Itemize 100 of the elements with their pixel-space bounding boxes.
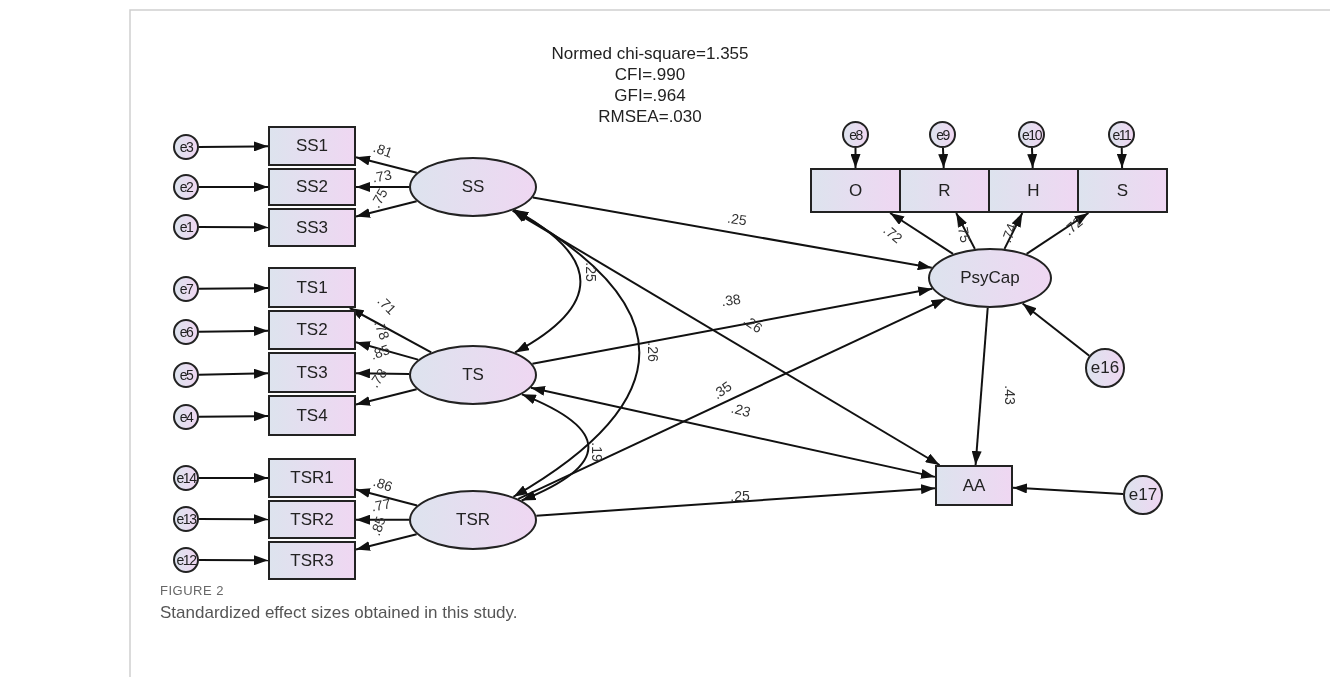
error-term-circle: e17 <box>1123 475 1163 515</box>
path-arrow <box>355 341 420 361</box>
path-arrow <box>198 283 269 294</box>
covariance-arrow <box>513 208 582 354</box>
edge-label: .38 <box>720 290 742 310</box>
error-term-circle: e10 <box>1018 121 1045 148</box>
path-arrow <box>850 147 861 169</box>
path-arrow <box>938 147 949 169</box>
observed-variable-box: TSR1 <box>268 458 356 498</box>
error-term-circle: e1 <box>173 214 199 240</box>
edge-label: .26 <box>740 311 766 337</box>
edge-label: .86 <box>371 473 395 495</box>
path-arrow <box>1021 302 1091 357</box>
error-term-circle: e12 <box>173 547 199 573</box>
edge-label: .72 <box>880 221 906 247</box>
path-arrow <box>535 484 936 517</box>
path-arrow <box>355 533 418 551</box>
path-arrow <box>517 297 947 500</box>
path-arrow <box>198 222 269 233</box>
path-arrow <box>355 514 410 525</box>
latent-variable-ellipse: SS <box>409 157 537 217</box>
path-arrow <box>1027 147 1038 169</box>
latent-variable-ellipse: TS <box>409 345 537 405</box>
covariance-arrow <box>512 209 641 498</box>
error-term-circle: e14 <box>173 465 199 491</box>
observed-variable-box: TS2 <box>268 310 356 350</box>
edge-label: .77 <box>370 495 392 515</box>
edge-label: .25 <box>730 488 750 504</box>
path-arrow <box>198 182 269 192</box>
observed-variable-box: H <box>988 168 1079 213</box>
fit-statistic: GFI=.964 <box>613 86 687 106</box>
edge-label: .25 <box>726 209 748 229</box>
error-term-circle: e7 <box>173 276 199 302</box>
path-arrow <box>198 514 269 525</box>
error-term-circle: e16 <box>1085 348 1125 388</box>
observed-variable-box: TSR2 <box>268 500 356 539</box>
error-term-circle: e6 <box>173 319 199 345</box>
path-arrow <box>355 182 410 192</box>
fit-statistic: CFI=.990 <box>613 65 687 85</box>
path-arrow <box>198 325 269 336</box>
edge-label: .75 <box>954 222 974 244</box>
error-term-circle: e8 <box>842 121 869 148</box>
path-arrow <box>511 209 941 466</box>
path-arrow <box>355 200 418 218</box>
path-arrow <box>1003 212 1024 250</box>
path-arrow <box>889 212 954 255</box>
edge-label: .85 <box>368 341 392 363</box>
observed-variable-box: AA <box>935 465 1013 506</box>
observed-variable-box: R <box>899 168 990 213</box>
path-arrow <box>198 141 269 152</box>
path-arrow <box>355 388 418 406</box>
observed-variable-box: SS1 <box>268 126 356 166</box>
path-arrow <box>355 488 419 507</box>
edge-label: .73 <box>371 166 393 186</box>
error-term-circle: e9 <box>929 121 956 148</box>
edge-label: .85 <box>367 514 389 538</box>
edge-label: .75 <box>367 185 391 211</box>
covariance-arrow <box>520 393 590 502</box>
path-arrow <box>1012 483 1125 495</box>
path-arrow <box>955 212 976 250</box>
edge-label: .81 <box>371 139 395 161</box>
edge-label: .19 <box>589 442 605 462</box>
edge-label: .71 <box>374 292 400 318</box>
edge-label: .25 <box>583 262 599 282</box>
observed-variable-box: S <box>1077 168 1168 213</box>
path-arrow <box>198 473 269 483</box>
observed-variable-box: SS3 <box>268 208 356 247</box>
latent-variable-ellipse: TSR <box>409 490 537 550</box>
figure-number: FIGURE 2 <box>160 583 224 598</box>
path-arrow <box>529 385 936 479</box>
observed-variable-box: TS4 <box>268 395 356 436</box>
error-term-circle: e13 <box>173 506 199 532</box>
latent-variable-ellipse: PsyCap <box>928 248 1052 308</box>
error-term-circle: e2 <box>173 174 199 200</box>
path-arrow <box>531 286 934 365</box>
path-arrow <box>198 411 269 422</box>
edge-label: .74 <box>998 221 1020 245</box>
path-arrow <box>355 368 411 379</box>
path-arrow <box>348 307 433 354</box>
path-arrow <box>1116 147 1127 169</box>
edge-label: .26 <box>645 342 661 362</box>
path-arrow <box>531 196 933 271</box>
path-arrow <box>198 368 269 379</box>
observed-variable-box: O <box>810 168 901 213</box>
observed-variable-box: SS2 <box>268 168 356 206</box>
observed-variable-box: TS3 <box>268 352 356 393</box>
path-arrow <box>1025 212 1090 255</box>
path-arrow <box>971 307 989 466</box>
observed-variable-box: TS1 <box>268 267 356 308</box>
error-term-circle: e11 <box>1108 121 1135 148</box>
error-term-circle: e5 <box>173 362 199 388</box>
path-arrow <box>355 155 418 174</box>
edge-label: .72 <box>1060 213 1086 239</box>
observed-variable-box: TSR3 <box>268 541 356 580</box>
fit-statistic: Normed chi-square=1.355 <box>550 44 750 64</box>
edge-label: .78 <box>371 318 393 342</box>
error-term-circle: e3 <box>173 134 199 160</box>
edge-label: .78 <box>365 365 391 391</box>
edge-label: .43 <box>1002 385 1018 405</box>
fit-statistic: RMSEA=.030 <box>597 107 703 127</box>
